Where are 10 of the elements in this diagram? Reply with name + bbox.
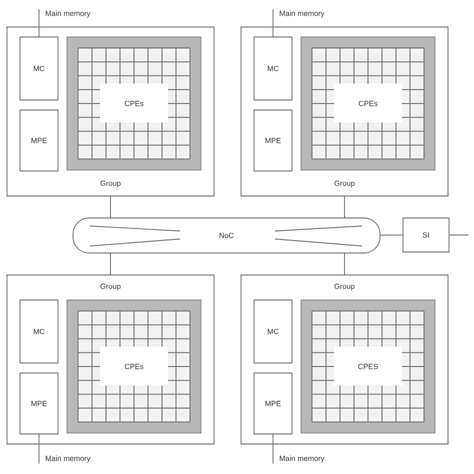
connector-line [344,196,345,218]
connector-line [272,8,274,37]
connector-line [380,234,403,236]
connector-line [110,196,111,218]
connector-line [272,434,274,464]
connector-line [110,253,111,275]
connector-line [38,434,40,464]
connector-line [449,234,469,236]
connector-line [38,8,40,37]
connector-line [344,253,345,275]
